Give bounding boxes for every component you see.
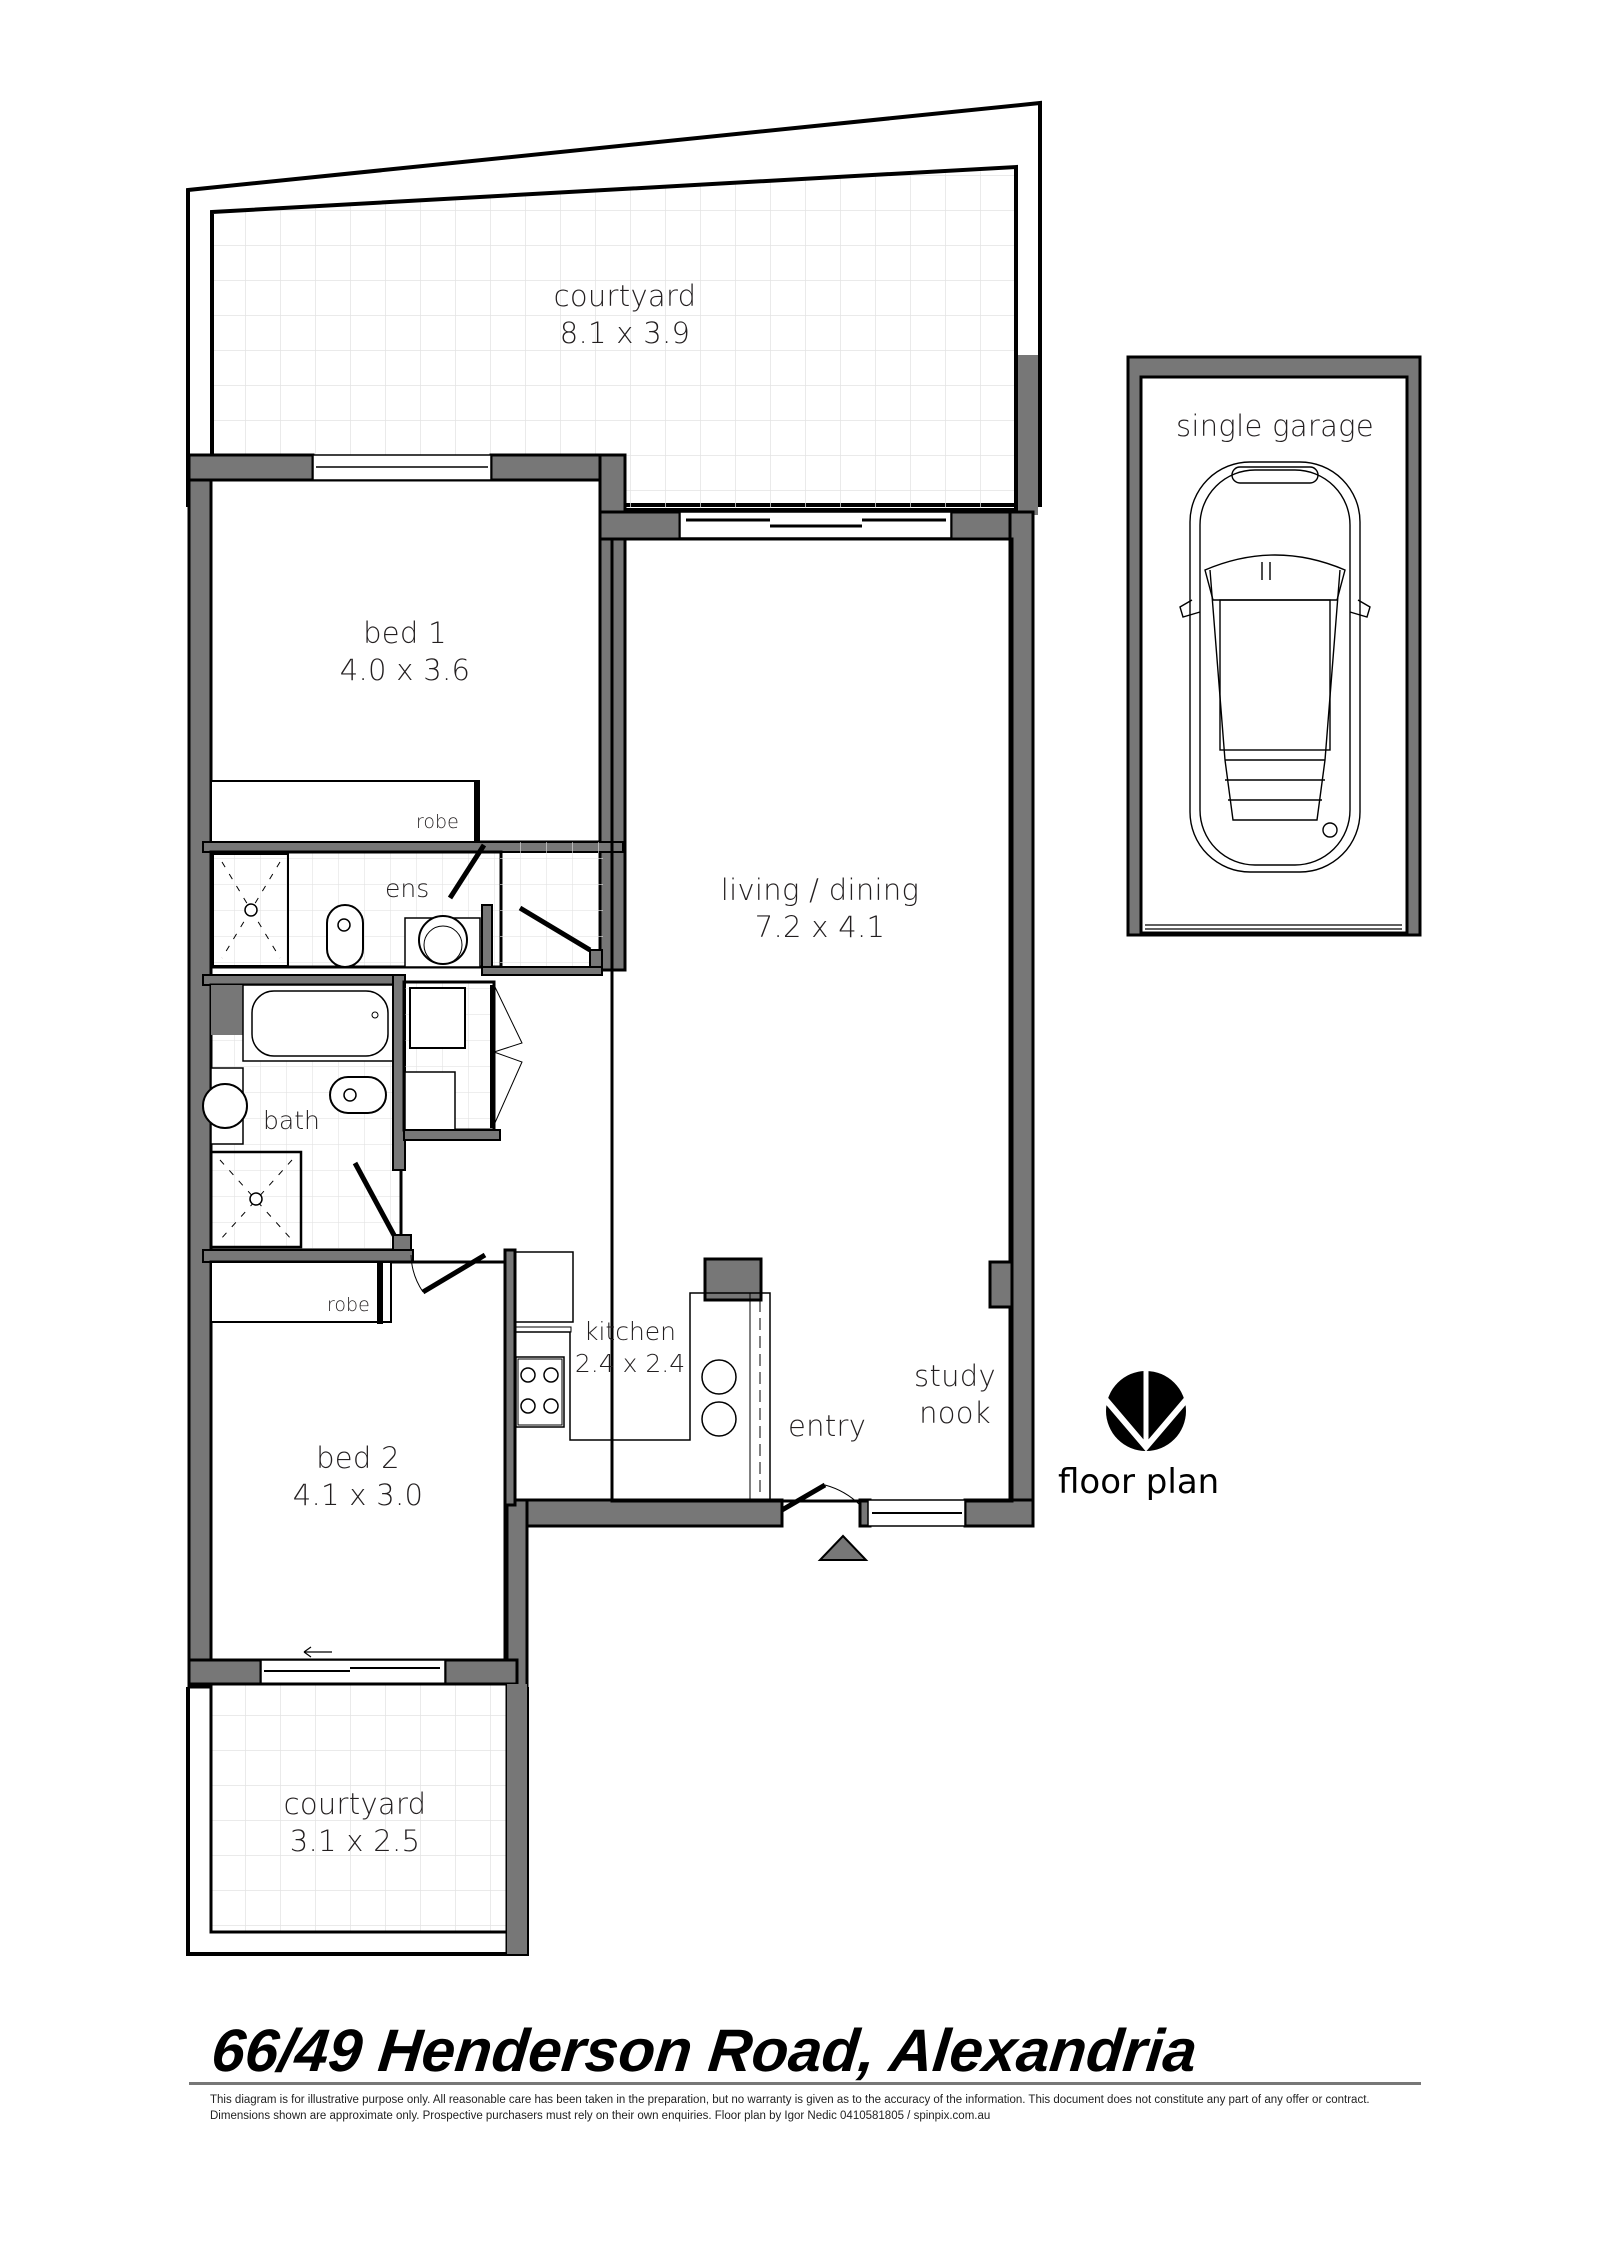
room-dimensions: 4.0 x 3.6 (339, 653, 471, 688)
room-dimensions: 2.4 x 2.4 (574, 1349, 686, 1378)
title-divider (189, 2082, 1421, 2085)
disclaimer-text: This diagram is for illustrative purpose… (210, 2094, 1370, 2122)
room-name: courtyard (283, 1787, 427, 1821)
label-living: living / dining 7.2 x 4.1 (700, 872, 940, 946)
courtyard-top (186, 100, 1042, 515)
label-garage: single garage (1175, 409, 1375, 443)
room-ensuite (202, 841, 624, 976)
room-dimensions: 7.2 x 4.1 (754, 910, 886, 945)
page-title: 66/49 Henderson Road, Alexandria (208, 2017, 1201, 2084)
compass-north-icon (1103, 1371, 1189, 1452)
car-icon (1179, 461, 1371, 873)
room-bed1 (209, 454, 602, 844)
label-courtyard-bottom: courtyard 3.1 x 2.5 (250, 1786, 460, 1860)
label-bed1-robe: robe (416, 811, 459, 833)
label-ensuite: ens (385, 874, 430, 903)
label-bath: bath (263, 1106, 320, 1135)
label-bed2: bed 2 4.1 x 3.0 (253, 1440, 463, 1514)
room-name-line2: nook (919, 1396, 991, 1431)
room-dimensions: 8.1 x 3.9 (559, 316, 691, 351)
room-bed2 (209, 1252, 507, 1685)
room-name: living / dining (720, 873, 920, 907)
room-name: bed 1 (363, 616, 447, 650)
room-living (610, 511, 1014, 1503)
courtyard-bottom (186, 1682, 529, 1956)
room-name: courtyard (553, 279, 697, 313)
room-laundry (402, 980, 523, 1141)
label-entry: entry (788, 1409, 867, 1443)
room-dimensions: 4.1 x 3.0 (292, 1478, 424, 1513)
room-dimensions: 3.1 x 2.5 (289, 1824, 421, 1859)
room-kitchen (514, 1251, 771, 1500)
room-name: study (914, 1359, 996, 1393)
entry-door (780, 1482, 966, 1561)
room-name: bed 2 (316, 1441, 400, 1475)
room-name: kitchen (583, 1317, 677, 1346)
legend-label: floor plan (1058, 1462, 1220, 1502)
label-bed2-robe: robe (327, 1294, 370, 1316)
label-kitchen: kitchen 2.4 x 2.4 (570, 1316, 690, 1380)
label-bed1: bed 1 4.0 x 3.6 (300, 615, 510, 689)
entry-arrow-icon (817, 1534, 869, 1561)
label-study-nook: study nook (900, 1358, 1010, 1432)
garage (1126, 355, 1422, 937)
label-courtyard-top: courtyard 8.1 x 3.9 (520, 278, 730, 352)
